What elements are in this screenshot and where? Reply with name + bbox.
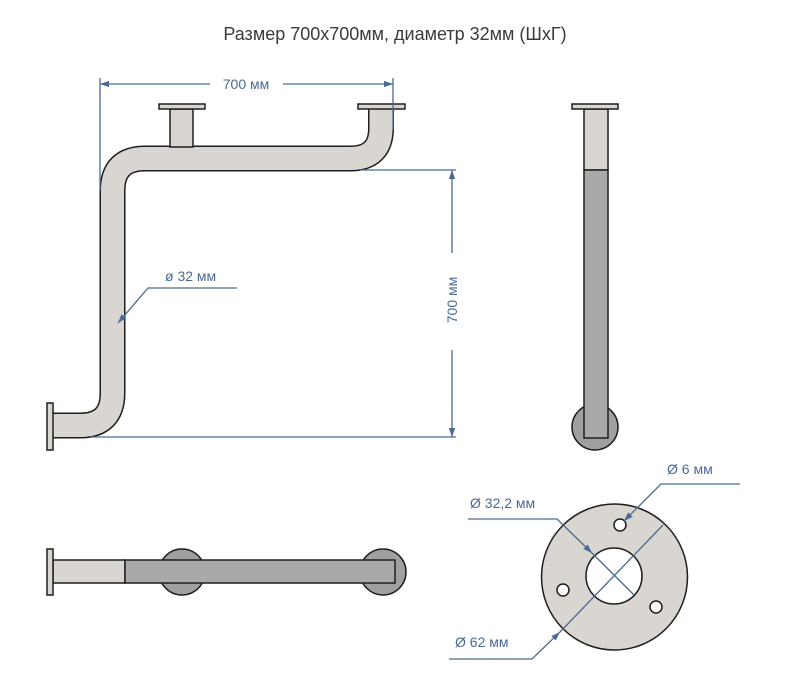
top-tube-light (52, 559, 126, 584)
side-flange (571, 103, 619, 110)
flange-top-middle (158, 103, 206, 110)
flange-detail: Ø 32,2 мм Ø 6 мм Ø 62 мм (449, 461, 740, 660)
top-tube-shaded (124, 559, 396, 584)
flange-top-right (357, 103, 406, 110)
flange-left (46, 402, 54, 451)
top-flange (46, 548, 54, 596)
inner-hole-leader (468, 518, 593, 554)
inner-hole-label: Ø 32,2 мм (470, 495, 535, 511)
mount-hole-label: Ø 6 мм (667, 461, 713, 477)
flange-diameter-leader-extension (559, 524, 664, 633)
side-view (571, 103, 619, 451)
width-label: 700 мм (223, 76, 270, 92)
drawing-title: Размер 700х700мм, диаметр 32мм (ШхГ) (223, 24, 567, 44)
inner-hole-leader-extension (591, 552, 635, 596)
height-label: 700 мм (444, 277, 460, 324)
mount-hole (649, 600, 663, 614)
flange-diameter-label: Ø 62 мм (455, 634, 509, 650)
middle-stem (169, 108, 194, 148)
mount-hole-leader (623, 483, 740, 522)
diameter-leader (117, 287, 237, 324)
pipe-body (53, 109, 393, 437)
mount-hole (556, 583, 570, 597)
pipe-diameter-label: ø 32 мм (165, 268, 216, 284)
side-tube-light (583, 108, 609, 171)
mount-hole (613, 518, 627, 532)
flange-diameter-leader (449, 631, 561, 660)
front-view: 700 мм 700 мм ø 32 мм (46, 76, 460, 451)
top-view (46, 548, 407, 596)
side-tube-shaded (583, 169, 609, 439)
